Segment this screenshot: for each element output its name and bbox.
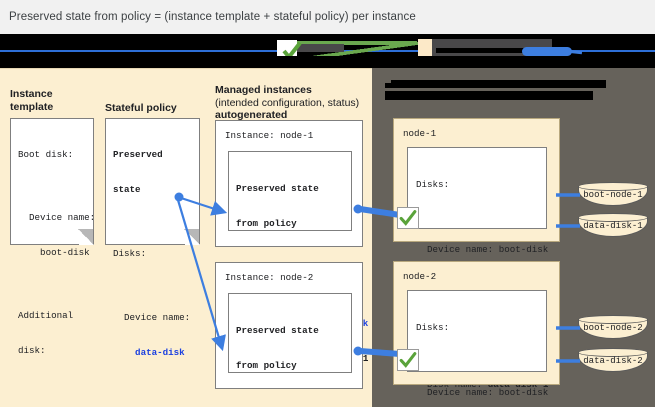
an2-title: node-2 xyxy=(403,271,437,282)
it-line-3: boot-disk xyxy=(18,246,90,258)
band-black-strip xyxy=(436,48,546,53)
an1-boot-device-row: Device name: boot-disk xyxy=(416,244,548,256)
mi1-t2: from policy xyxy=(236,217,297,229)
mi2-t1: Preserved state xyxy=(236,325,319,337)
it-line-5: disk: xyxy=(18,344,46,356)
band-black-fill-lower xyxy=(0,56,655,68)
an1-boot-device-label: Device name: xyxy=(416,244,499,256)
panel-redaction-bar-2 xyxy=(385,91,593,100)
sp-line-1: Preserved xyxy=(113,149,163,161)
it-line-1: Boot disk: xyxy=(18,149,74,161)
card-fold-mask xyxy=(79,230,94,245)
panel-redaction-bar-1 xyxy=(385,80,606,88)
managed-instance-box-node-2: Instance: node-2 Preserved state from po… xyxy=(215,262,363,389)
managed-instances-heading: Managed instances (intended configuratio… xyxy=(215,84,360,121)
an1-boot-device-value: boot-disk xyxy=(498,244,549,256)
band-black-fill-upper-right xyxy=(556,38,655,44)
panel-redaction-nick xyxy=(385,78,391,83)
status-badge-node-1 xyxy=(397,207,419,229)
mi1-t1: Preserved state xyxy=(236,183,319,195)
redacted-top-band xyxy=(0,34,655,68)
mi1-title: Instance: node-1 xyxy=(225,130,314,141)
it-line-4: Additional xyxy=(18,309,74,321)
status-badge-node-2 xyxy=(397,349,419,371)
band-grey-block xyxy=(292,44,344,52)
disk-label: data-disk-2 xyxy=(583,356,643,366)
actual-node-box-node-1: node-1 Disks: Device name: boot-disk Dis… xyxy=(393,118,560,390)
disk-label: boot-node-2 xyxy=(583,323,643,333)
instance-template-card: Boot disk: Device name: boot-disk Additi… xyxy=(10,118,96,356)
mi2-title: Instance: node-2 xyxy=(225,272,314,283)
cylinder-top-icon xyxy=(578,348,648,357)
persistent-disk-data-disk-1: data-disk-1 xyxy=(578,213,650,239)
an1-disks-label: Disks: xyxy=(416,179,450,191)
persistent-disk-boot-node-2: boot-node-2 xyxy=(578,315,650,341)
green-check-icon xyxy=(399,352,417,368)
actual-node-box-node-2: node-2 Disks: Device name: boot-disk Dis… xyxy=(393,261,560,398)
an2-disks-label: Disks: xyxy=(416,322,450,334)
persistent-disk-data-disk-2: data-disk-2 xyxy=(578,348,650,374)
sp-line-2: state xyxy=(113,183,141,195)
sp-line-3: Disks: xyxy=(113,247,147,259)
diagram-caption: Preserved state from policy = (instance … xyxy=(0,0,655,34)
caption-text: Preserved state from policy = (instance … xyxy=(9,11,416,23)
an1-title: node-1 xyxy=(403,128,437,139)
cylinder-top-icon xyxy=(578,315,648,324)
managed-instance-box-node-1: Instance: node-1 Preserved state from po… xyxy=(215,120,368,364)
persistent-disk-boot-node-1: boot-node-1 xyxy=(578,182,650,208)
an2-boot-device-value: boot-disk xyxy=(498,387,549,399)
cylinder-top-icon xyxy=(578,182,648,191)
an2-boot-device-label: Device name: xyxy=(416,387,499,399)
card-fold-mask xyxy=(185,230,200,245)
sp-line-4: Device name: xyxy=(113,311,191,323)
green-check-icon xyxy=(399,210,417,226)
stateful-policy-card: Preserved state Disks: Device name: data… xyxy=(105,118,200,358)
cylinder-top-icon xyxy=(578,213,648,222)
an2-disks-box: Disks: Device name: boot-disk Disk name:… xyxy=(407,290,548,398)
mi1-preserved-state-box: Preserved state from policy Disks: Devic… xyxy=(228,151,368,364)
disk-label: data-disk-1 xyxy=(583,221,643,231)
it-line-2: Device name: xyxy=(18,212,96,224)
an1-disks-box: Disks: Device name: boot-disk Disk name:… xyxy=(407,147,548,390)
an2-boot-device-row: Device name: boot-disk xyxy=(416,387,548,399)
mi2-preserved-state-box: Preserved state from policy Disks: Devic… xyxy=(228,293,352,373)
mi2-t2: from policy xyxy=(236,359,297,371)
instance-template-heading: Instance template xyxy=(10,88,54,113)
stateful-policy-heading: Stateful policy xyxy=(105,102,177,114)
disk-label: boot-node-1 xyxy=(583,190,643,200)
sp-line-5: data-disk xyxy=(113,346,185,358)
band-blue-pill xyxy=(522,47,572,56)
